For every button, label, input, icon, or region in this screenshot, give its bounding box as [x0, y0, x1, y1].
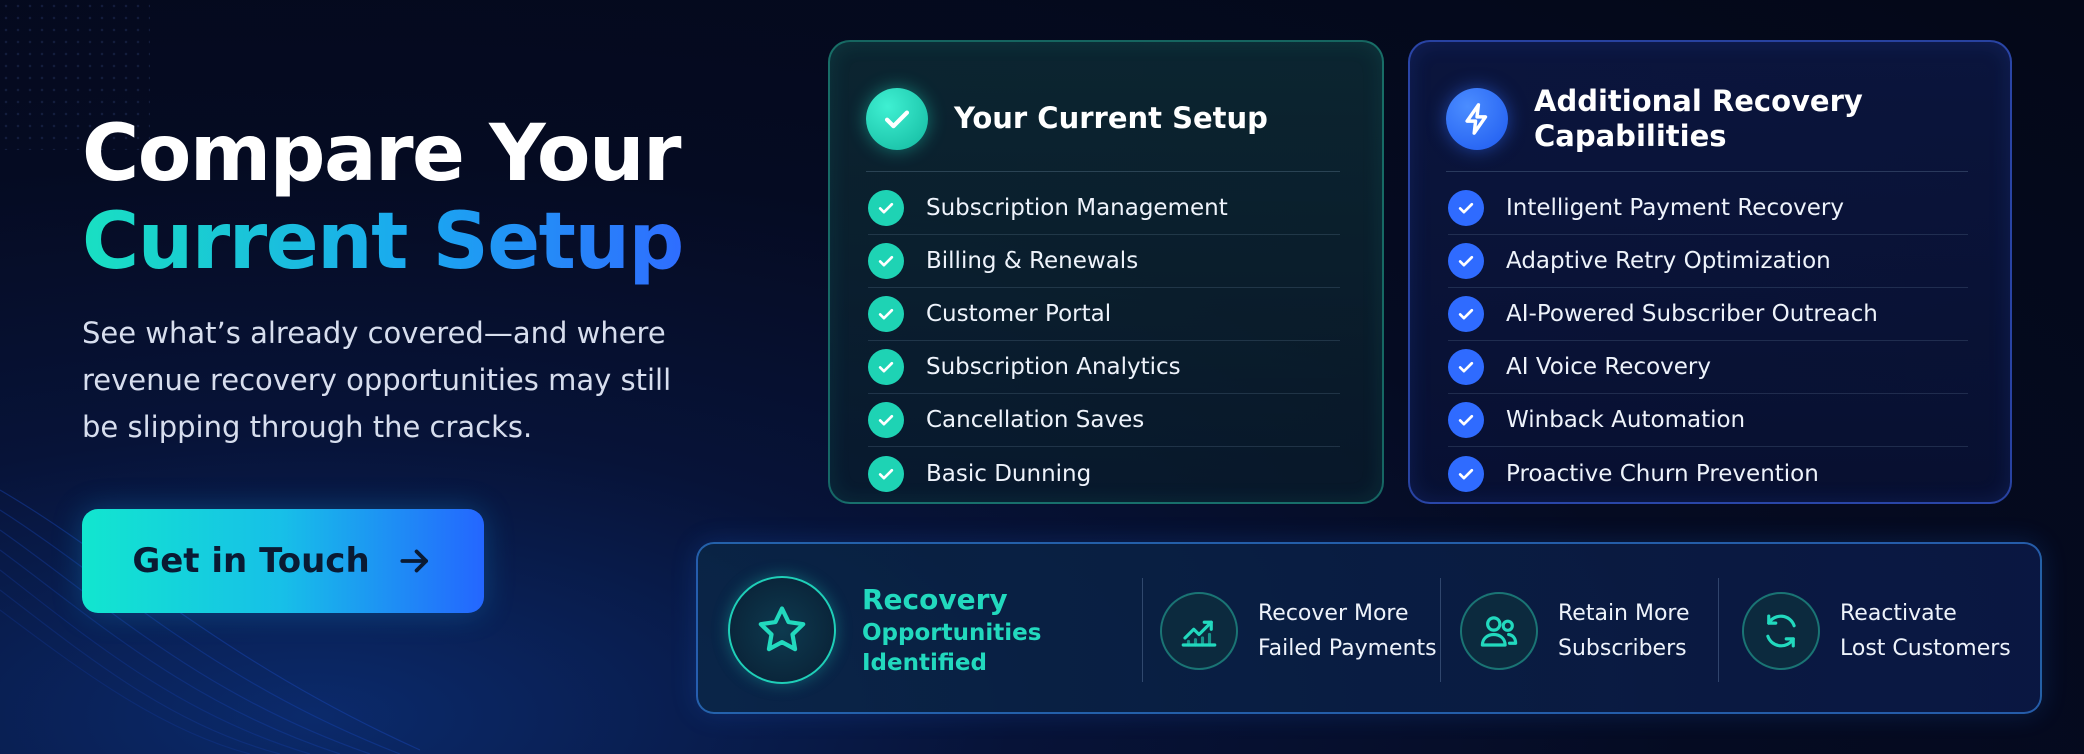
current-setup-list: Subscription Management Billing & Renewa…	[868, 182, 1340, 500]
list-item: Billing & Renewals	[868, 235, 1340, 288]
benefit-line-2: Lost Customers	[1840, 636, 2011, 661]
benefit-line-1: Recover More	[1258, 601, 1409, 626]
benefit-line-1: Reactivate	[1840, 601, 1957, 626]
benefit-retain-subscribers: Retain More Subscribers	[1460, 584, 1690, 678]
benefit-line-2: Subscribers	[1558, 636, 1687, 661]
list-item: Subscription Analytics	[868, 341, 1340, 394]
feature-label: Intelligent Payment Recovery	[1506, 195, 1845, 221]
chart-up-icon	[1160, 592, 1238, 670]
check-icon	[868, 402, 904, 438]
check-icon	[868, 243, 904, 279]
check-icon	[1448, 402, 1484, 438]
list-item: Subscription Management	[868, 182, 1340, 235]
benefit-line-1: Retain More	[1558, 601, 1690, 626]
check-icon	[1448, 455, 1484, 492]
lightning-bolt-icon	[1446, 87, 1508, 150]
recovery-subtitle: Opportunities Identified	[862, 620, 1042, 676]
page-title: Compare Your Current Setup	[82, 110, 722, 286]
check-icon	[868, 349, 904, 385]
list-item: AI-Powered Subscriber Outreach	[1448, 288, 1968, 341]
recovery-summary: Recovery Opportunities Identified	[728, 574, 1158, 686]
benefit-text: Recover More Failed Payments	[1258, 596, 1437, 666]
current-setup-header: Your Current Setup	[866, 66, 1340, 172]
benefit-reactivate-customers: Reactivate Lost Customers	[1742, 584, 2011, 678]
current-setup-title: Your Current Setup	[954, 101, 1268, 135]
cta-label: Get in Touch	[132, 541, 370, 581]
feature-label: Basic Dunning	[926, 460, 1092, 487]
feature-label: Subscription Analytics	[926, 354, 1181, 380]
feature-label: Proactive Churn Prevention	[1506, 460, 1819, 487]
dot-pattern	[0, 0, 150, 150]
list-item: Cancellation Saves	[868, 394, 1340, 447]
current-setup-card: Your Current Setup Subscription Manageme…	[828, 40, 1384, 504]
feature-label: AI Voice Recovery	[1506, 354, 1711, 380]
benefit-text: Reactivate Lost Customers	[1840, 596, 2011, 666]
feature-label: Cancellation Saves	[926, 407, 1145, 433]
feature-label: Winback Automation	[1506, 407, 1746, 433]
feature-label: Billing & Renewals	[926, 248, 1139, 274]
decorative-waves	[0, 489, 420, 754]
get-in-touch-button[interactable]: Get in Touch	[82, 509, 484, 613]
recovery-title: Recovery	[862, 583, 1008, 616]
additional-capabilities-header: Additional Recovery Capabilities	[1446, 66, 1968, 172]
divider	[1440, 578, 1441, 682]
list-item: Intelligent Payment Recovery	[1448, 182, 1968, 235]
list-item: AI Voice Recovery	[1448, 341, 1968, 394]
star-icon	[728, 576, 836, 684]
checkmark-badge-icon	[866, 87, 928, 150]
list-item: Winback Automation	[1448, 394, 1968, 447]
benefit-line-2: Failed Payments	[1258, 636, 1437, 661]
check-icon	[868, 190, 904, 226]
benefit-recover-payments: Recover More Failed Payments	[1160, 584, 1437, 678]
list-item: Customer Portal	[868, 288, 1340, 341]
check-icon	[868, 455, 904, 492]
benefit-text: Retain More Subscribers	[1558, 596, 1690, 666]
list-item: Adaptive Retry Optimization	[1448, 235, 1968, 288]
recovery-text: Recovery Opportunities Identified	[862, 582, 1158, 678]
divider	[1718, 578, 1719, 682]
additional-capabilities-list: Intelligent Payment Recovery Adaptive Re…	[1448, 182, 1968, 500]
check-icon	[1448, 296, 1484, 332]
additional-capabilities-card: Additional Recovery Capabilities Intelli…	[1408, 40, 2012, 504]
feature-label: Customer Portal	[926, 301, 1112, 327]
list-item: Proactive Churn Prevention	[1448, 447, 1968, 500]
divider	[1142, 578, 1143, 682]
refresh-icon	[1742, 592, 1820, 670]
title-line-1: Compare Your	[82, 109, 682, 199]
check-icon	[1448, 349, 1484, 385]
list-item: Basic Dunning	[868, 447, 1340, 500]
hero-subtitle: See what’s already covered—and where rev…	[82, 316, 672, 444]
feature-label: AI-Powered Subscriber Outreach	[1506, 301, 1878, 327]
check-icon	[868, 296, 904, 332]
hero-section: Compare Your Current Setup See what’s al…	[82, 110, 722, 451]
arrow-right-icon	[400, 549, 428, 573]
check-icon	[1448, 190, 1484, 226]
feature-label: Adaptive Retry Optimization	[1506, 248, 1831, 274]
check-icon	[1448, 243, 1484, 279]
additional-capabilities-title: Additional Recovery Capabilities	[1534, 83, 1863, 153]
users-icon	[1460, 592, 1538, 670]
recovery-opportunities-panel: Recovery Opportunities Identified Recove…	[696, 542, 2042, 714]
feature-label: Subscription Management	[926, 195, 1228, 221]
title-line-2: Current Setup	[82, 197, 684, 287]
